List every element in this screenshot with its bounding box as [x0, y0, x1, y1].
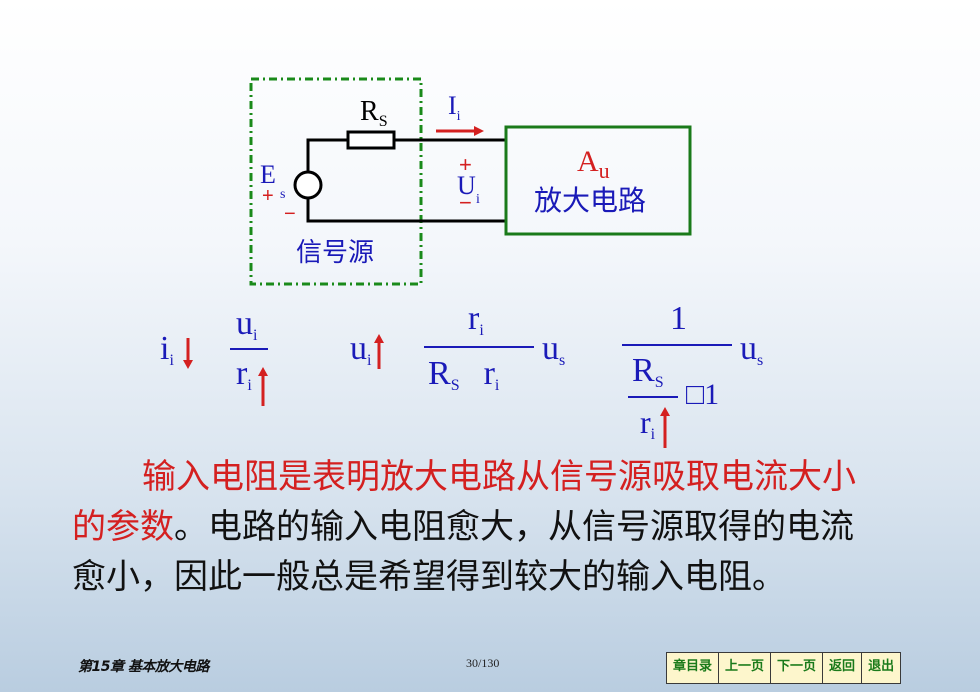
para-line-1: 输入电阻是表明放大电路从信号源吸取电流大小	[142, 457, 856, 497]
frac3-bar	[622, 344, 732, 346]
amplifier-box	[504, 125, 692, 236]
signal-source-box	[249, 77, 423, 286]
frac3-den-ri: ri	[640, 404, 656, 443]
ii-label: Ii	[448, 91, 461, 124]
chapter-contents-button[interactable]: 章目录	[667, 653, 720, 683]
au-label: Au	[577, 145, 610, 183]
page-number: 30/130	[466, 656, 500, 670]
ii-symbol: ii	[160, 330, 174, 369]
body-paragraph: 输入电阻是表明放大电路从信号源吸取电流大小 的参数。电路的输入电阻愈大，从信号源…	[72, 452, 912, 602]
bottom-wire	[306, 198, 506, 223]
frac3-inner-bar	[628, 396, 678, 398]
frac1-num: ui	[236, 305, 258, 344]
up-arrow-icon	[258, 367, 268, 406]
para-line-2: 的参数。电路的输入电阻愈大，从信号源取得的电流	[72, 507, 854, 547]
top-wire	[306, 138, 348, 173]
chapter-title: 第15章 基本放大电路	[78, 659, 209, 675]
voltage-source	[293, 170, 323, 200]
next-page-button[interactable]: 下一页	[771, 653, 824, 683]
exit-button[interactable]: 退出	[862, 653, 901, 683]
source-plus: +	[262, 185, 274, 207]
resistor-rs	[346, 130, 396, 150]
us-symbol-2: us	[740, 330, 764, 369]
circuit-diagram: RS Ii E s + − + U i − Au 放大电路 信号源	[249, 77, 692, 286]
frac2-num: ri	[468, 300, 484, 339]
box-one: □1	[686, 378, 720, 411]
source-label: 信号源	[296, 238, 374, 268]
es-label: E	[260, 160, 276, 189]
frac1-bar	[230, 348, 268, 350]
frac3-num: 1	[670, 300, 687, 337]
frac1-den: ri	[236, 355, 252, 394]
para-line-3: 愈小，因此一般总是希望得到较大的输入电阻。	[72, 557, 786, 597]
ui-minus: −	[459, 190, 472, 215]
ui-sub: i	[476, 192, 480, 207]
source-minus: −	[284, 203, 296, 225]
down-arrow-icon	[183, 338, 193, 369]
amp-label: 放大电路	[534, 184, 646, 217]
return-button[interactable]: 返回	[823, 653, 863, 683]
ui-label: U	[457, 171, 476, 200]
rs-label: RS	[360, 96, 388, 130]
ui-symbol: ui	[350, 330, 372, 369]
prev-page-button[interactable]: 上一页	[719, 653, 772, 683]
es-sub: s	[280, 187, 285, 202]
nav-bar: 章目录 上一页 下一页 返回 退出	[666, 652, 902, 684]
up-arrow-icon-3	[660, 407, 670, 448]
current-arrow-head	[474, 126, 484, 136]
frac3-den-r: RS	[632, 352, 664, 391]
frac2-bar	[424, 346, 534, 348]
up-arrow-icon-2	[374, 334, 384, 369]
ui-plus: +	[459, 152, 472, 177]
us-symbol: us	[542, 330, 566, 369]
